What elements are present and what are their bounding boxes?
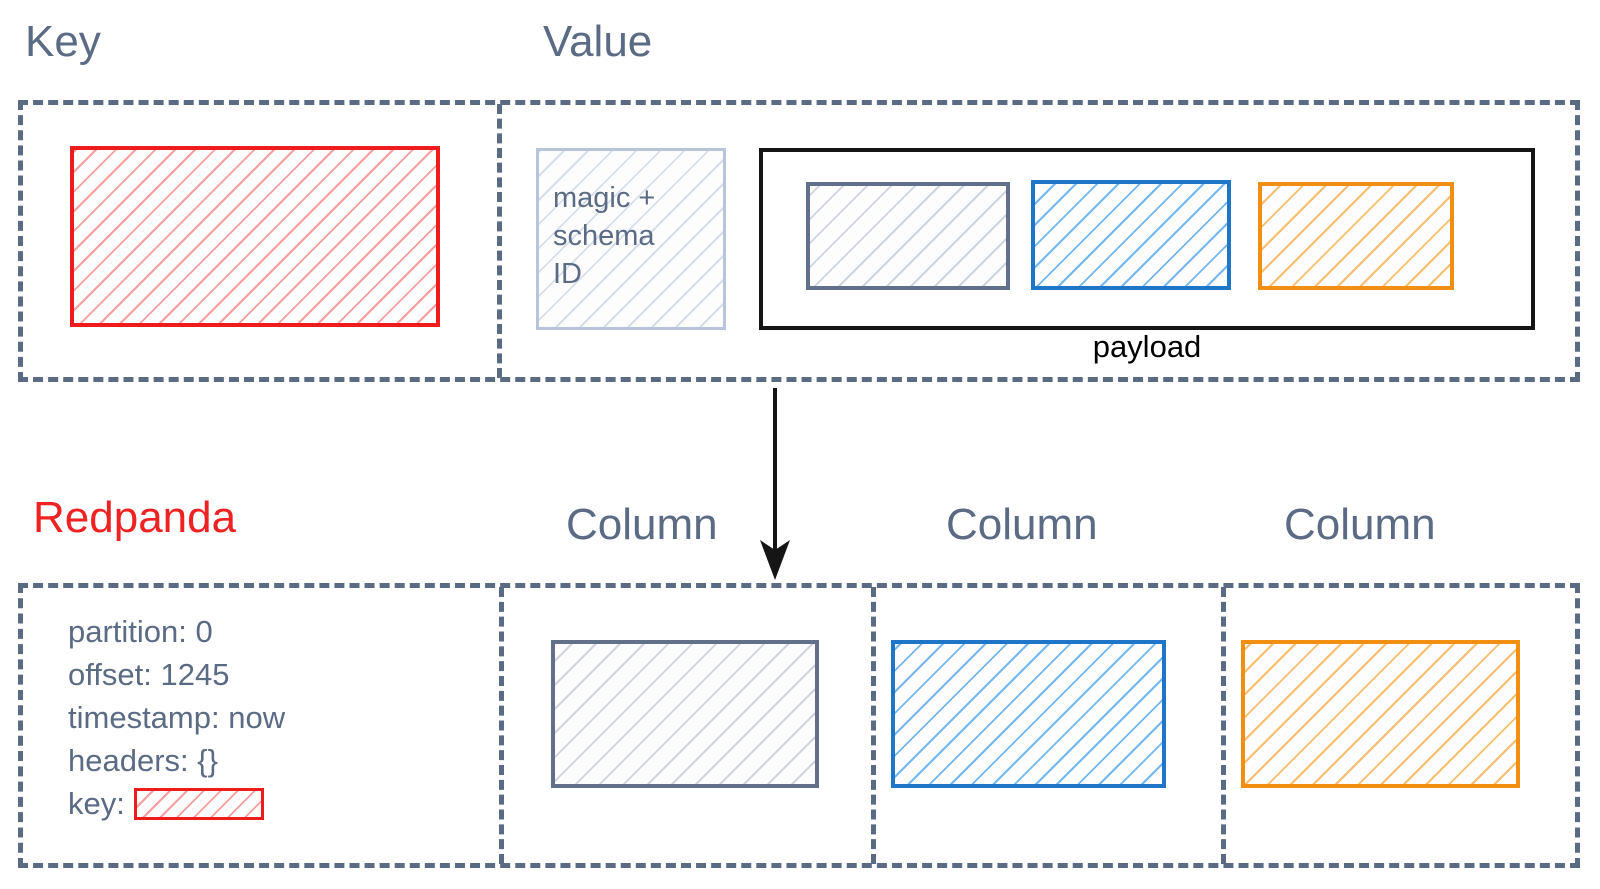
magic-schema-line-2: schema xyxy=(553,220,655,252)
magic-schema-line-3: ID xyxy=(553,258,582,290)
key-bytes-block xyxy=(70,146,440,327)
payload-field-1 xyxy=(806,182,1010,290)
metadata-key-row: key: xyxy=(68,782,285,825)
payload-field-2 xyxy=(1031,180,1231,290)
key-section-title: Key xyxy=(25,17,101,66)
column-cell-3 xyxy=(1241,640,1520,788)
transform-arrow xyxy=(760,388,790,580)
column-divider-2 xyxy=(871,587,876,864)
redpanda-metadata-list: partition: 0 offset: 1245 timestamp: now… xyxy=(68,610,285,825)
column-divider-1 xyxy=(499,587,504,864)
value-section-title: Value xyxy=(543,17,653,66)
metadata-key-label: key: xyxy=(68,786,125,821)
column-divider-3 xyxy=(1221,587,1226,864)
table-row-container xyxy=(18,583,1580,868)
column-2-title: Column xyxy=(946,500,1098,549)
key-value-divider xyxy=(497,104,502,378)
column-cell-2 xyxy=(891,640,1166,788)
redpanda-section-title: Redpanda xyxy=(33,493,237,542)
payload-label: payload xyxy=(1092,329,1202,364)
magic-schema-line-1: magic + xyxy=(553,182,656,214)
metadata-offset: offset: 1245 xyxy=(68,657,230,692)
metadata-timestamp: timestamp: now xyxy=(68,700,286,735)
metadata-headers: headers: {} xyxy=(68,743,218,778)
payload-field-3 xyxy=(1258,182,1454,290)
metadata-partition: partition: 0 xyxy=(68,614,213,649)
column-3-title: Column xyxy=(1284,500,1436,549)
metadata-key-swatch xyxy=(133,787,264,820)
message-record-container xyxy=(18,100,1580,382)
column-1-title: Column xyxy=(566,500,718,549)
payload-box xyxy=(759,148,1535,330)
column-cell-1 xyxy=(551,640,819,788)
